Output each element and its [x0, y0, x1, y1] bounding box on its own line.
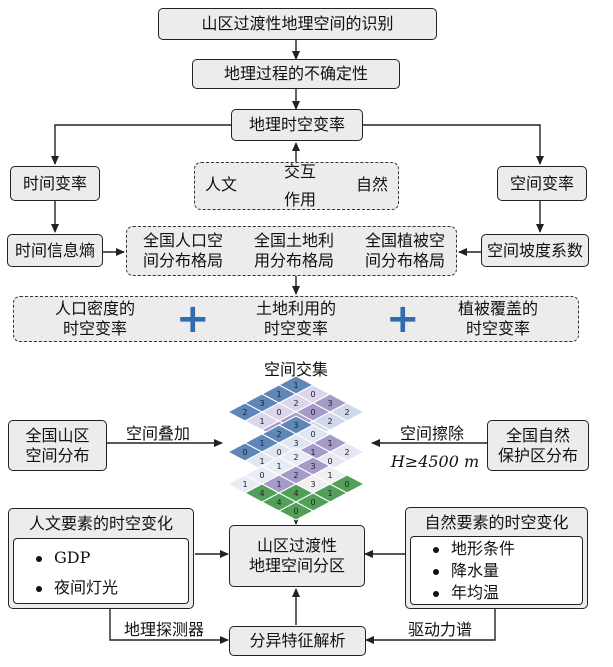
grid-cell-label: 1 [259, 439, 264, 448]
time-rate-box: 时间变率 [10, 166, 100, 201]
stacked-grid-layers: 1032120230122110301223101021012323101231… [226, 375, 366, 521]
grid-cell-label: 1 [276, 390, 281, 399]
erase-label: 空间擦除 [399, 424, 464, 443]
grid-cell-label: 0 [310, 430, 315, 439]
uncertainty-box: 地理过程的不确定性 [192, 59, 400, 89]
grid-cell-label: 3 [293, 421, 298, 430]
overlay-label: 空间叠加 [125, 424, 190, 443]
arrow-detector [109, 608, 229, 644]
grid-cell-label: 3 [310, 462, 315, 471]
grid-cell-label: 3 [327, 399, 332, 408]
grid-cell-label: 3 [259, 399, 264, 408]
title-box: 山区过渡性地理空间的识别 [158, 8, 437, 40]
grid-cell-label: 2 [276, 430, 281, 439]
space-slope-box: 空间坡度系数 [481, 234, 589, 267]
time-entropy-box: 时间信息熵 [7, 234, 103, 267]
grid-cell-label: 1 [259, 417, 264, 426]
interaction-box [194, 162, 399, 210]
grid-cell-label: 2 [293, 399, 298, 408]
mountain-distribution-box: 全国山区 空间分布 [8, 420, 107, 471]
detector-label: 地理探测器 [123, 620, 204, 639]
grid-cell-label: 2 [344, 408, 349, 417]
grid-cell-label: 2 [344, 448, 349, 457]
pattern-landuse: 全国土地利 用分布格局 [253, 231, 334, 270]
grid-cell-label: 0 [310, 390, 315, 399]
grid-cell [277, 501, 315, 521]
rate-box: 地理时空变率 [231, 109, 363, 141]
grid-cell-label: 2 [242, 408, 247, 417]
grid-cell-label: 0 [276, 448, 281, 457]
grid-cell-label: 1 [327, 471, 332, 480]
grid-cell-label: 4 [293, 489, 298, 498]
human-item-gdp: GDP [36, 543, 188, 573]
elevation-label: H≥4500 m [390, 452, 480, 471]
plus-icon-2: + [386, 296, 420, 342]
natural-panel-title: 自然要素的时空变化 [424, 513, 569, 532]
interaction-bottom: 作用 [283, 190, 316, 209]
intersection-label: 空间交集 [263, 360, 328, 379]
natural-panel-list: 地形条件 降水量 年均温 [410, 536, 583, 605]
arrow-rate-to-space [363, 124, 544, 165]
grid-cell-label: 4 [259, 489, 264, 498]
interaction-left: 人文 [204, 175, 237, 194]
grid-cell-label: 3 [293, 439, 298, 448]
pattern-vegetation: 全国植被空 间分布格局 [364, 231, 445, 270]
analysis-box: 分异特征解析 [229, 626, 366, 656]
natural-item-temp: 年均温 [433, 582, 582, 604]
patterns-box [126, 226, 457, 276]
grid-cell-label: 2 [293, 453, 298, 462]
human-item-night-light: 夜间灯光 [36, 573, 188, 603]
grid-cell-label: 2 [327, 417, 332, 426]
zoning-box: 山区过渡性 地理空间分区 [229, 525, 365, 587]
grid-cell-label: 0 [344, 480, 349, 489]
grid-cell-label: 2 [293, 471, 298, 480]
grid-cell-label: 0 [242, 448, 247, 457]
grid-cell-label: 1 [293, 381, 298, 390]
grid-cell-label: 1 [327, 489, 332, 498]
arrow-spectrum [365, 608, 496, 644]
spectrum-label: 驱动力谱 [407, 620, 472, 639]
grid-cell-label: 4 [276, 498, 281, 507]
grid-cell-label: 0 [310, 408, 315, 417]
interaction-right: 自然 [355, 175, 388, 194]
grid-cell-label: 3 [310, 480, 315, 489]
grid-cell-label: 1 [242, 480, 247, 489]
arrow-rate-to-time [51, 124, 231, 165]
grid-cell-label: 0 [310, 498, 315, 507]
natural-item-precip: 降水量 [433, 560, 582, 582]
grid-cell-label: 1 [259, 457, 264, 466]
protected-area-box: 全国自然 保护区分布 [487, 420, 589, 471]
interaction-top: 交互 [283, 162, 316, 181]
grid-cell-label: 1 [276, 462, 281, 471]
plus-icon-1: + [176, 296, 210, 342]
pattern-population: 全国人口空 间分布格局 [142, 231, 223, 270]
rate-landuse: 土地利用的 时空变率 [255, 299, 336, 338]
grid-cell-label: 0 [293, 507, 298, 516]
natural-item-terrain: 地形条件 [433, 538, 582, 560]
space-rate-box: 空间变率 [497, 166, 587, 201]
rate-vegetation: 植被覆盖的 时空变率 [457, 299, 538, 338]
grid-cell-label: 1 [310, 448, 315, 457]
grid-cell-label: 1 [327, 439, 332, 448]
rates-box [13, 296, 579, 342]
human-panel-list: GDP 夜间灯光 [13, 538, 189, 604]
rate-population: 人口密度的 时空变率 [54, 299, 135, 338]
grid-cell-label: 1 [276, 480, 281, 489]
human-panel-title: 人文要素的时空变化 [28, 514, 173, 533]
grid-cell-label: 0 [327, 457, 332, 466]
grid-cell-label: 0 [276, 408, 281, 417]
grid-cell-label: 0 [259, 471, 264, 480]
